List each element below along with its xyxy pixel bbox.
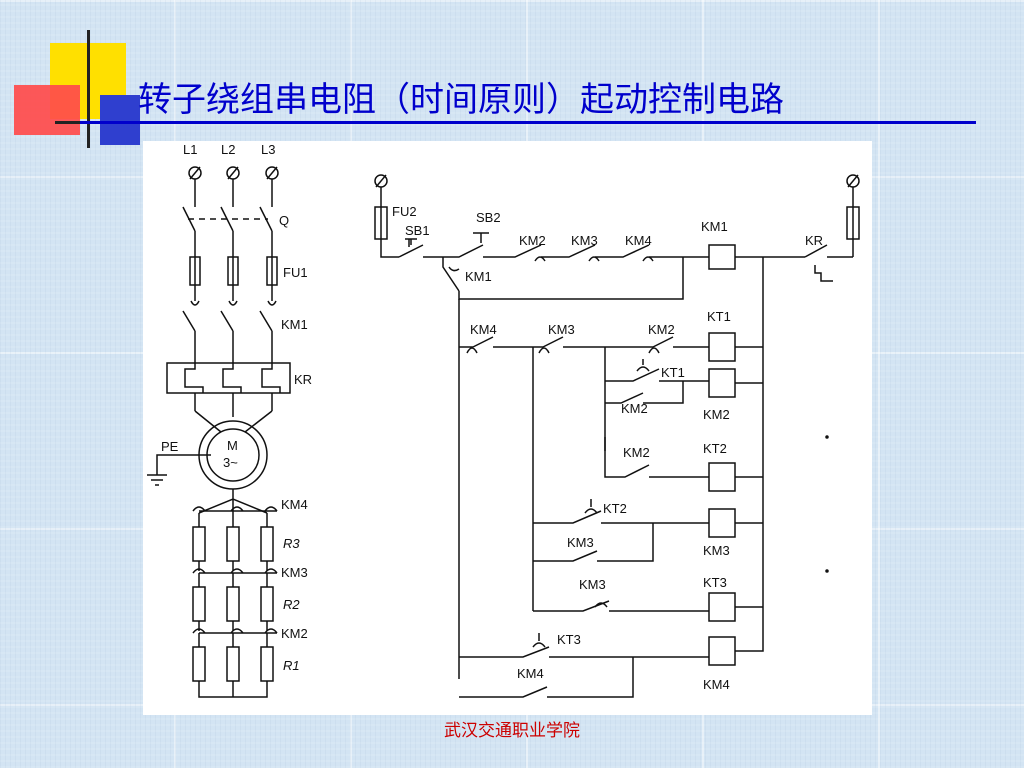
hold-contact-km4: KM4 bbox=[517, 666, 544, 681]
rung1-contact-km2: KM2 bbox=[648, 322, 675, 337]
stage-resistor-r1: R1 bbox=[283, 658, 300, 673]
hold-contact-km3-b: KM3 bbox=[579, 577, 606, 592]
ground-pe-label: PE bbox=[161, 439, 179, 454]
coil-km4-label: KM4 bbox=[703, 677, 730, 692]
coil-kt3-label: KT3 bbox=[703, 575, 727, 590]
start-button-sb2 bbox=[443, 232, 493, 258]
phase-terminals bbox=[188, 166, 279, 180]
rung-km2 bbox=[605, 359, 763, 404]
circuit-diagram: L1 L2 L3 Q FU1 KM1 bbox=[143, 141, 872, 715]
fuse-fu2-label: FU2 bbox=[392, 204, 417, 219]
series-contact-km2: KM2 bbox=[519, 233, 546, 248]
contactor-km1-label: KM1 bbox=[281, 317, 308, 332]
footer-institution: 武汉交通职业学院 bbox=[444, 721, 580, 741]
series-contact-km3: KM3 bbox=[571, 233, 598, 248]
title-underline bbox=[80, 121, 976, 124]
hold-contact-km1 bbox=[442, 257, 684, 300]
rotor-leads bbox=[198, 489, 268, 521]
fuse-fu1-label: FU1 bbox=[283, 265, 308, 280]
deco-red-square bbox=[14, 85, 80, 135]
fuses-fu1 bbox=[189, 256, 278, 286]
slide-title: 转子绕组串电阻（时间原则）起动控制电路 bbox=[138, 80, 784, 120]
series-contact-km4: KM4 bbox=[625, 233, 652, 248]
coil-km1-label: KM1 bbox=[701, 219, 728, 234]
series-nc-contacts bbox=[493, 244, 709, 262]
start-button-sb2-label: SB2 bbox=[476, 210, 501, 225]
stray-dot-1 bbox=[825, 435, 829, 439]
resistor-stages bbox=[192, 506, 278, 698]
stage-contact-km2: KM2 bbox=[281, 626, 308, 641]
stage-resistor-r2: R2 bbox=[283, 597, 300, 612]
timer-contact-kt1: KT1 bbox=[661, 365, 685, 380]
stray-dot-2 bbox=[825, 569, 829, 573]
hold-contact-km1-label: KM1 bbox=[465, 269, 492, 284]
coil-kt1-label: KT1 bbox=[707, 309, 731, 324]
ground-pe bbox=[147, 454, 211, 486]
hold-contact-km2-b: KM2 bbox=[623, 445, 650, 460]
rung-kt3 bbox=[533, 592, 763, 622]
coil-kt2-label: KT2 bbox=[703, 441, 727, 456]
main-circuit: L1 L2 L3 Q FU1 KM1 bbox=[147, 142, 312, 698]
overload-kr-label: KR bbox=[294, 372, 312, 387]
coil-km3-label: KM3 bbox=[703, 543, 730, 558]
contacts-km1 bbox=[182, 285, 277, 363]
motor-name: M bbox=[227, 438, 238, 453]
coil-km2-label: KM2 bbox=[703, 407, 730, 422]
stage-contact-km4: KM4 bbox=[281, 497, 308, 512]
overload-nc-kr-label: KR bbox=[805, 233, 823, 248]
coil-km1 bbox=[708, 244, 736, 270]
rung-km3 bbox=[533, 499, 763, 562]
motor bbox=[194, 410, 273, 490]
rung1-contact-km4: KM4 bbox=[470, 322, 497, 337]
deco-vertical-line bbox=[87, 30, 90, 148]
stage-contact-km3: KM3 bbox=[281, 565, 308, 580]
rung-km4 bbox=[459, 633, 764, 698]
rung-kt1 bbox=[459, 332, 763, 362]
control-circuit: FU2 SB1 SB2 KM2 KM3 KM4 KM1 bbox=[374, 174, 860, 698]
timer-contact-kt3: KT3 bbox=[557, 632, 581, 647]
phase-label-l2: L2 bbox=[221, 142, 235, 157]
fuse-right bbox=[846, 174, 860, 257]
rung-kt2 bbox=[604, 437, 763, 492]
switch-q bbox=[182, 179, 273, 257]
stage-resistor-r3: R3 bbox=[283, 536, 300, 551]
timer-contact-kt2: KT2 bbox=[603, 501, 627, 516]
stop-button-sb1 bbox=[398, 238, 443, 258]
fuse-fu2 bbox=[374, 174, 399, 258]
deco-blue-square bbox=[100, 95, 140, 145]
stop-button-sb1-label: SB1 bbox=[405, 223, 430, 238]
phase-label-l3: L3 bbox=[261, 142, 275, 157]
hold-contact-km3-a: KM3 bbox=[567, 535, 594, 550]
motor-type: 3~ bbox=[223, 455, 238, 470]
overload-kr bbox=[166, 362, 291, 417]
overload-nc-kr bbox=[804, 244, 853, 282]
circuit-svg: L1 L2 L3 Q FU1 KM1 bbox=[147, 142, 860, 698]
hold-contact-km2-a: KM2 bbox=[621, 401, 648, 416]
phase-label-l1: L1 bbox=[183, 142, 197, 157]
rung1-contact-km3: KM3 bbox=[548, 322, 575, 337]
switch-q-label: Q bbox=[279, 213, 289, 228]
